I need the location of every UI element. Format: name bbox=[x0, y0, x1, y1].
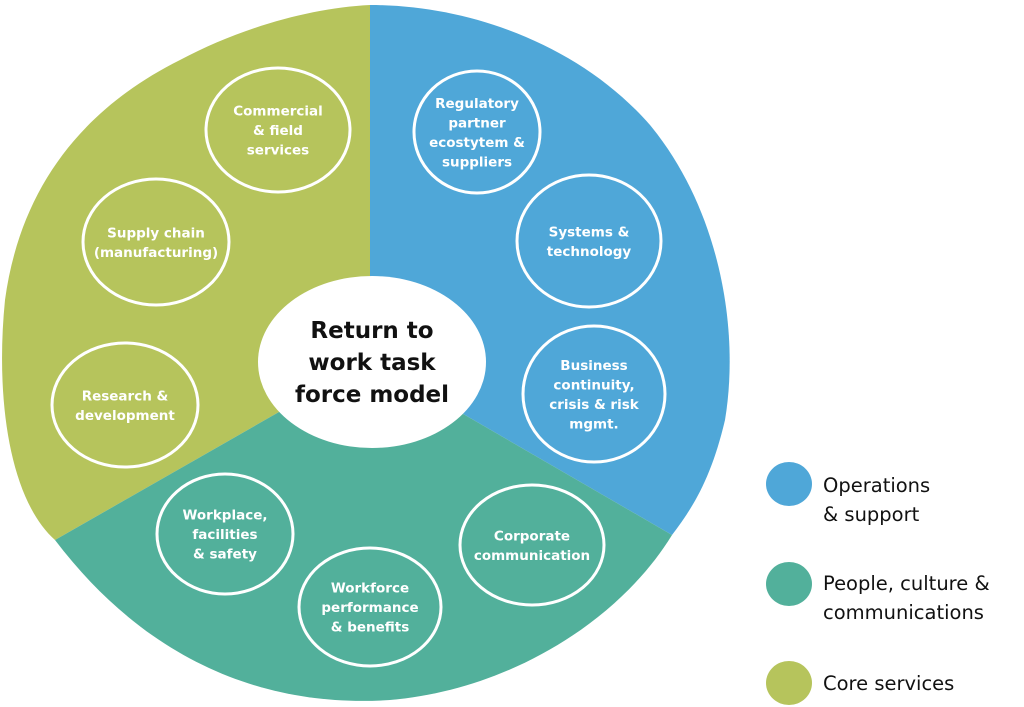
bubble-outline bbox=[515, 173, 663, 309]
bubble-label-line: Workplace, bbox=[182, 508, 267, 524]
bubble-label-line: suppliers bbox=[442, 154, 512, 170]
legend-label: Core services bbox=[823, 669, 1023, 698]
bubble-label-line: Commercial bbox=[233, 104, 323, 120]
legend-label: Operations & support bbox=[823, 471, 1023, 529]
bubble-supply-chain: Supply chain (manufacturing) bbox=[81, 177, 231, 307]
bubble-label-line: Business bbox=[560, 358, 627, 374]
bubble-label-line: technology bbox=[547, 244, 632, 260]
bubble-systems: Systems & technology bbox=[515, 173, 663, 309]
legend-label-line: Operations bbox=[823, 474, 931, 497]
bubble-label-line: Regulatory bbox=[435, 96, 519, 112]
center-title: Return to work task force model bbox=[295, 318, 449, 408]
legend-dot-icon bbox=[766, 562, 812, 606]
sector-people-culture bbox=[55, 360, 672, 701]
bubble-workforce: Workforce performance & benefits bbox=[297, 546, 443, 668]
bubble-regulatory: Regulatory partner ecostytem & suppliers bbox=[412, 69, 542, 195]
sectors bbox=[2, 5, 730, 701]
bubble-workplace: Workplace, facilities & safety bbox=[155, 472, 295, 596]
legend-label-line: communications bbox=[823, 601, 984, 624]
legend-dot-icon bbox=[766, 661, 812, 705]
bubble-label-line: services bbox=[247, 143, 309, 159]
center-title-line: force model bbox=[295, 382, 449, 408]
task-force-diagram: Return to work task force model Commercial… bbox=[2, 5, 730, 701]
bubble-label-line: Supply chain bbox=[107, 225, 205, 241]
bubble-label-line: development bbox=[75, 408, 175, 424]
bubble-label-line: Systems & bbox=[549, 224, 630, 240]
bubble-label-line: Research & bbox=[82, 388, 169, 404]
bubble-outline bbox=[412, 69, 542, 195]
bubble-outline bbox=[297, 546, 443, 668]
bubble-label-line: (manufacturing) bbox=[94, 245, 218, 261]
legend-label-line: Core services bbox=[823, 672, 955, 695]
bubble-label-line: ecostytem & bbox=[429, 135, 525, 151]
bubble-outline bbox=[81, 177, 231, 307]
bubble-label-line: performance bbox=[321, 600, 418, 616]
bubble-outline bbox=[155, 472, 295, 596]
bubble-label-line: & field bbox=[253, 123, 303, 139]
bubble-label-line: continuity, bbox=[553, 377, 634, 393]
bubble-label-line: facilities bbox=[192, 527, 257, 543]
center-title-line: work task bbox=[308, 350, 436, 376]
bubble-outline bbox=[521, 324, 667, 464]
bubble-label-line: Corporate bbox=[494, 528, 570, 544]
bubble-commercial: Commercial & field services bbox=[204, 66, 352, 194]
legend-label: People, culture & communications bbox=[823, 569, 1023, 627]
bubble-label-line: crisis & risk bbox=[549, 397, 639, 413]
legend-dot-icon bbox=[766, 462, 812, 506]
legend-label-line: & support bbox=[823, 503, 920, 526]
bubble-outline bbox=[50, 341, 200, 469]
bubble-label-line: Workforce bbox=[331, 581, 409, 597]
bubble-outline bbox=[204, 66, 352, 194]
bubble-label-line: & benefits bbox=[331, 620, 410, 636]
bubble-label-line: mgmt. bbox=[569, 416, 618, 432]
bubble-research: Research & development bbox=[50, 341, 200, 469]
legend-label-line: People, culture & bbox=[823, 572, 990, 595]
bubble-business-continuity: Business continuity, crisis & risk mgmt. bbox=[521, 324, 667, 464]
bubble-outline bbox=[458, 483, 606, 607]
bubble-label-line: communication bbox=[474, 548, 590, 564]
center-circle bbox=[258, 276, 486, 448]
bubble-corporate-communication: Corporate communication bbox=[458, 483, 606, 607]
center-title-line: Return to bbox=[310, 318, 433, 344]
bubble-label-line: & safety bbox=[193, 547, 257, 563]
bubble-label-line: partner bbox=[448, 115, 506, 131]
